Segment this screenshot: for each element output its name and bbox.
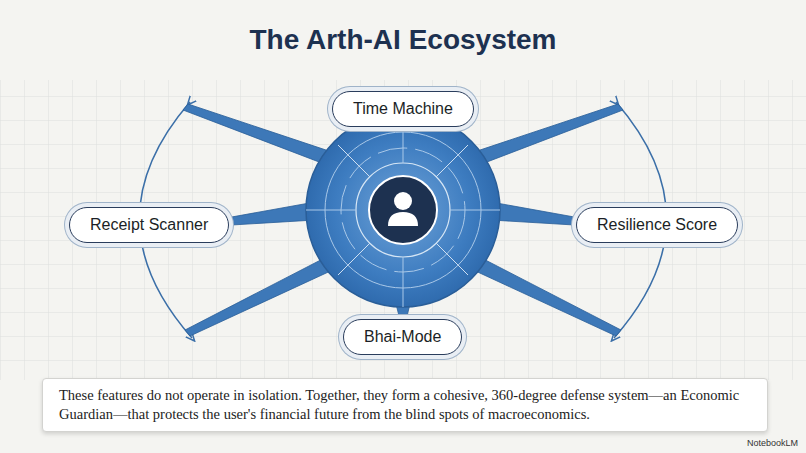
feature-pill: Receipt Scanner xyxy=(69,207,229,243)
feature-label: Resilience Score xyxy=(597,216,717,233)
grid-background xyxy=(0,80,806,380)
central-hub xyxy=(306,113,500,307)
caption-text: These features do not operate in isolati… xyxy=(59,387,739,422)
feature-label: Receipt Scanner xyxy=(90,216,208,233)
feature-pill: Time Machine xyxy=(332,91,474,127)
caption-box: These features do not operate in isolati… xyxy=(42,378,768,432)
feature-label: Bhai-Mode xyxy=(364,328,441,345)
radiating-beams xyxy=(183,104,623,336)
feature-pill: Resilience Score xyxy=(576,207,738,243)
feature-label: Time Machine xyxy=(353,100,453,117)
feature-pill: Bhai-Mode xyxy=(343,319,462,355)
diagram-title: The Arth-AI Ecosystem xyxy=(0,24,806,56)
watermark: NotebookLM xyxy=(747,438,798,448)
